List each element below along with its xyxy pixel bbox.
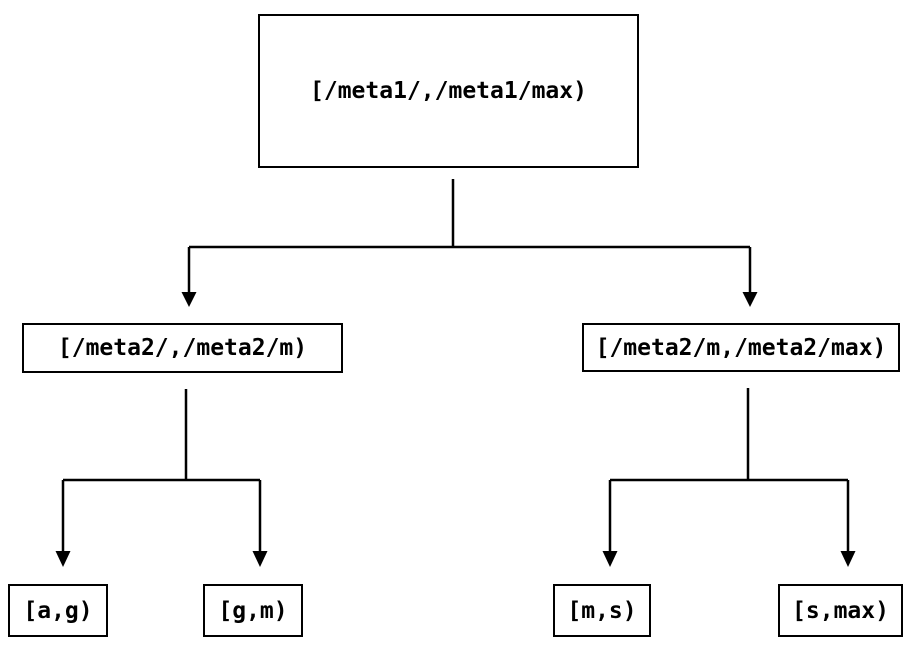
node-root: [/meta1/,/meta1/max) — [258, 14, 639, 168]
arrowhead-root-right — [742, 292, 758, 307]
node-right-child: [/meta2/m,/meta2/max) — [582, 323, 900, 372]
node-left-child: [/meta2/,/meta2/m) — [22, 323, 343, 373]
node-leaf-ag: [a,g) — [8, 584, 108, 637]
arrowhead-leaf-gm — [252, 551, 268, 567]
node-right-child-label: [/meta2/m,/meta2/max) — [595, 334, 887, 361]
node-leaf-ag-label: [a,g) — [23, 597, 93, 624]
arrowhead-root-left — [181, 292, 197, 307]
arrowhead-leaf-ms — [602, 551, 618, 567]
arrowhead-leaf-smax — [840, 551, 856, 567]
node-leaf-ms-label: [m,s) — [567, 597, 637, 624]
arrowhead-leaf-ag — [55, 551, 71, 567]
node-root-label: [/meta1/,/meta1/max) — [310, 78, 587, 104]
node-leaf-ms: [m,s) — [553, 584, 651, 637]
node-leaf-gm-label: [g,m) — [218, 597, 288, 624]
node-leaf-smax: [s,max) — [778, 584, 903, 637]
node-left-child-label: [/meta2/,/meta2/m) — [57, 335, 308, 361]
node-leaf-smax-label: [s,max) — [792, 597, 889, 624]
node-leaf-gm: [g,m) — [203, 584, 303, 637]
